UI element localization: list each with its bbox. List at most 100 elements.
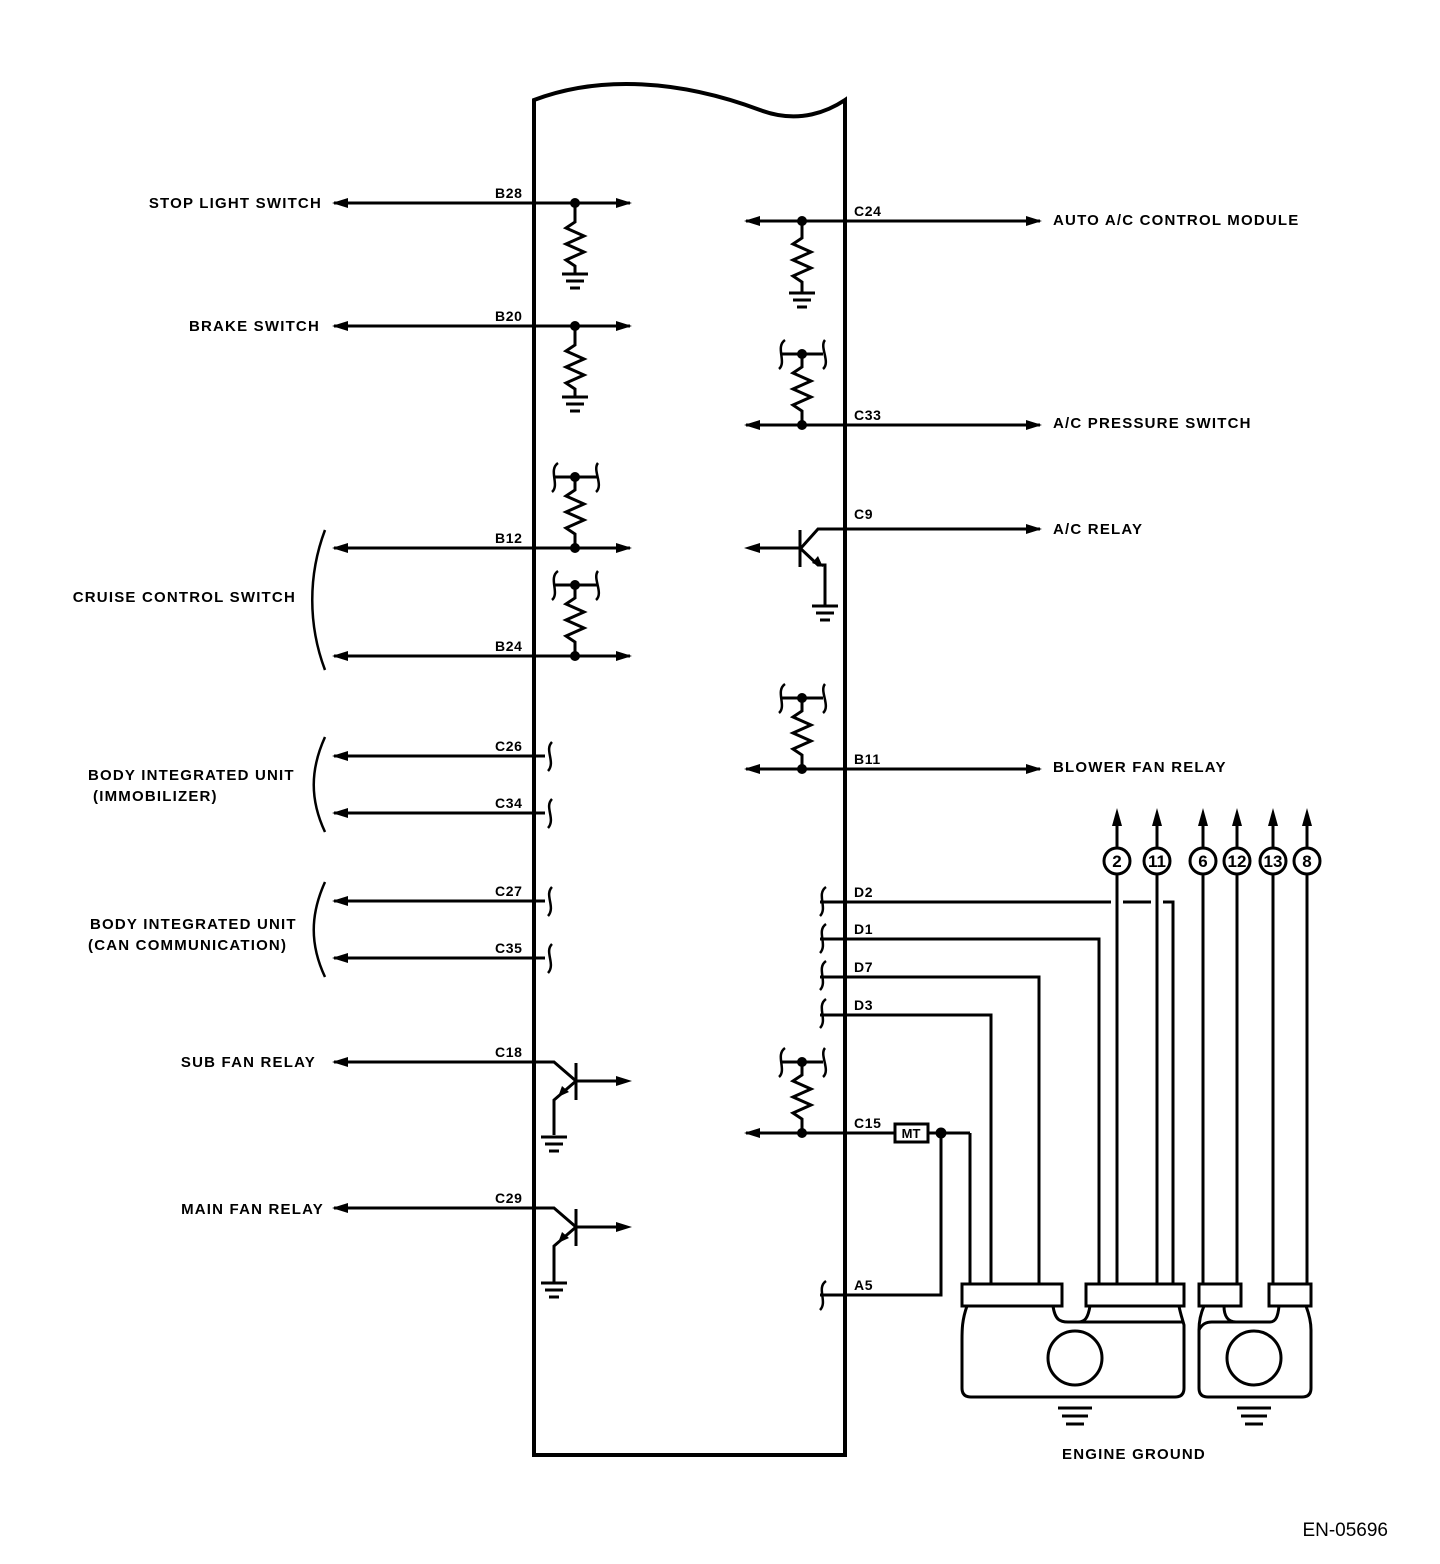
signal-c9: C9 A/C RELAY bbox=[744, 506, 1142, 622]
pin-label: D7 bbox=[854, 959, 873, 975]
resistor-icon bbox=[562, 585, 588, 656]
transistor-icon bbox=[552, 1063, 632, 1135]
ground-icon bbox=[541, 1281, 567, 1299]
group-label-can-2: (CAN COMMUNICATION) bbox=[88, 937, 287, 954]
arrow-left-icon bbox=[744, 764, 760, 774]
resistor-icon bbox=[789, 354, 815, 425]
resistor-icon bbox=[562, 477, 588, 548]
signal-label: SUB FAN RELAY bbox=[181, 1054, 316, 1071]
pin-label: C26 bbox=[495, 738, 522, 754]
pin-label: D2 bbox=[854, 884, 873, 900]
ground-pin-d7: D7 bbox=[818, 959, 1041, 1285]
arrow-left-icon bbox=[744, 420, 760, 430]
arrow-up-icon bbox=[1112, 808, 1122, 826]
svg-text:11: 11 bbox=[1148, 852, 1166, 871]
pin-label: C33 bbox=[854, 407, 881, 423]
ground-pin-d3: D3 bbox=[818, 997, 993, 1285]
signal-b12: B12 bbox=[332, 461, 632, 553]
arrow-left-icon bbox=[744, 216, 760, 226]
ground-icon bbox=[562, 395, 588, 413]
break-icon bbox=[551, 569, 559, 601]
signal-c24: C24 AUTO A/C CONTROL MODULE bbox=[744, 203, 1299, 309]
connector-block bbox=[1267, 1282, 1313, 1308]
arrow-up-icon bbox=[1268, 808, 1278, 826]
break-icon bbox=[778, 682, 786, 714]
connector-block bbox=[960, 1282, 1064, 1308]
ref-wires bbox=[1115, 874, 1309, 1285]
break-icon bbox=[818, 997, 827, 1029]
arrow-left-icon bbox=[332, 896, 348, 906]
pin-label: B24 bbox=[495, 638, 522, 654]
signal-b24: B24 bbox=[332, 569, 632, 661]
break-icon bbox=[595, 462, 601, 493]
resistor-icon bbox=[789, 698, 815, 769]
pin-label: B11 bbox=[854, 751, 881, 767]
connector-ref-8: 8 bbox=[1292, 808, 1322, 876]
connector-ref-11: 11 bbox=[1142, 808, 1172, 876]
ground-pin-c15: MT C15 bbox=[744, 1046, 972, 1285]
group-bracket bbox=[312, 736, 327, 833]
resistor-icon bbox=[789, 221, 815, 293]
signal-label: STOP LIGHT SWITCH bbox=[149, 195, 322, 212]
ground-icon bbox=[541, 1135, 567, 1153]
arrow-left-icon bbox=[332, 651, 348, 661]
svg-text:13: 13 bbox=[1264, 852, 1283, 871]
signal-c33: C33 A/C PRESSURE SWITCH bbox=[744, 338, 1252, 432]
group-bracket bbox=[312, 881, 327, 978]
arrow-right-icon bbox=[616, 198, 632, 208]
arrow-left-icon bbox=[332, 543, 348, 553]
pin-label: B28 bbox=[495, 185, 522, 201]
connector-block bbox=[1197, 1282, 1243, 1308]
mt-label: MT bbox=[902, 1126, 921, 1141]
pin-label: B20 bbox=[495, 308, 522, 324]
break-icon bbox=[778, 338, 786, 370]
arrow-left-icon bbox=[332, 751, 348, 761]
pin-label: C15 bbox=[854, 1115, 881, 1131]
break-icon bbox=[822, 339, 828, 370]
engine-ground-terminal-2 bbox=[1197, 1282, 1313, 1426]
break-icon bbox=[822, 1047, 828, 1078]
pin-label: C29 bbox=[495, 1190, 522, 1206]
svg-text:6: 6 bbox=[1198, 852, 1207, 871]
arrow-left-icon bbox=[332, 953, 348, 963]
connector-ref-13: 13 bbox=[1258, 808, 1288, 876]
transistor-icon bbox=[744, 530, 827, 606]
pin-label: D3 bbox=[854, 997, 873, 1013]
bolt-icon bbox=[1225, 1329, 1283, 1387]
break-icon bbox=[778, 1046, 786, 1078]
pin-label: C9 bbox=[854, 506, 873, 522]
break-icon bbox=[822, 683, 828, 714]
ground-pin-d1: D1 bbox=[818, 921, 1101, 1285]
arrow-up-icon bbox=[1198, 808, 1208, 826]
arrow-right-icon bbox=[1026, 420, 1042, 430]
group-label-cruise: CRUISE CONTROL SWITCH bbox=[73, 589, 296, 606]
resistor-icon bbox=[562, 326, 588, 397]
signal-c35: C35 bbox=[332, 940, 554, 974]
arrow-right-icon bbox=[1026, 524, 1042, 534]
ground-icon bbox=[562, 272, 588, 290]
arrow-up-icon bbox=[1302, 808, 1312, 826]
break-icon bbox=[546, 886, 554, 917]
signal-b28: B28 STOP LIGHT SWITCH bbox=[149, 185, 632, 290]
signal-c18: C18 SUB FAN RELAY bbox=[181, 1044, 632, 1153]
group-label-immo-1: BODY INTEGRATED UNIT bbox=[88, 767, 295, 784]
resistor-icon bbox=[562, 203, 588, 274]
connector-block bbox=[1084, 1282, 1186, 1308]
svg-text:8: 8 bbox=[1302, 852, 1311, 871]
pin-label: D1 bbox=[854, 921, 873, 937]
pin-label: C24 bbox=[854, 203, 881, 219]
pin-label: C35 bbox=[495, 940, 522, 956]
signal-c34: C34 bbox=[332, 795, 554, 829]
signal-label: A/C PRESSURE SWITCH bbox=[1053, 415, 1252, 432]
signal-label: AUTO A/C CONTROL MODULE bbox=[1053, 212, 1299, 229]
ground-pin-d2: D2 bbox=[818, 884, 1175, 1285]
signal-label: BLOWER FAN RELAY bbox=[1053, 759, 1227, 776]
signal-b11: B11 BLOWER FAN RELAY bbox=[744, 682, 1227, 776]
arrow-right-icon bbox=[1026, 216, 1042, 226]
signal-c27: C27 bbox=[332, 883, 554, 917]
break-icon bbox=[551, 461, 559, 493]
bolt-icon bbox=[1046, 1329, 1104, 1387]
arrow-right-icon bbox=[616, 543, 632, 553]
break-icon bbox=[546, 798, 554, 829]
